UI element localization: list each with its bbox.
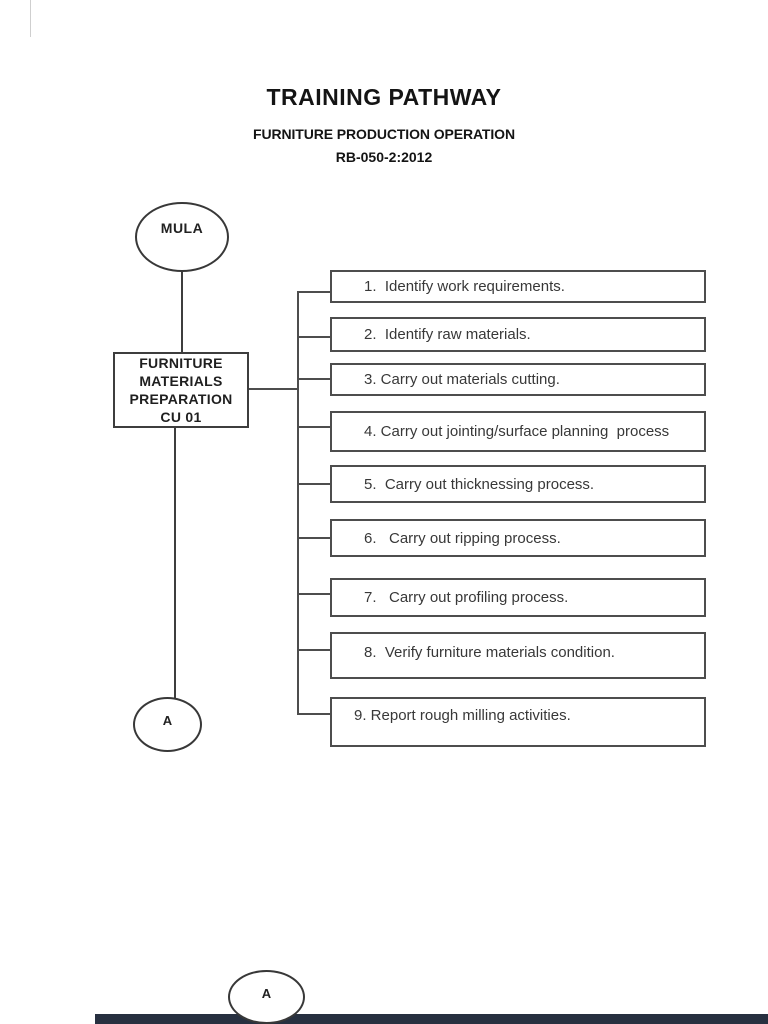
task-box-1: 1. Identify work requirements.	[330, 270, 706, 303]
flow-stub-task-5	[298, 483, 330, 485]
connector-a-label: A	[162, 713, 173, 728]
task-box-8: 8. Verify furniture materials condition.	[330, 632, 706, 679]
task-label-7: 7. Carry out profiling process.	[364, 589, 569, 606]
task-box-5: 5. Carry out thicknessing process.	[330, 465, 706, 503]
footer-page-divider	[95, 1014, 768, 1024]
task-label-9: 9. Report rough milling activities.	[354, 707, 571, 724]
unit-line-3: PREPARATION	[129, 391, 233, 407]
task-label-1: 1. Identify work requirements.	[364, 278, 565, 295]
connector-a-bottom-ellipse: A	[228, 970, 305, 1024]
task-box-3: 3. Carry out materials cutting.	[330, 363, 706, 396]
start-terminator: MULA	[135, 202, 229, 272]
task-box-4: 4. Carry out jointing/surface planning p…	[330, 411, 706, 452]
flow-stub-task-8	[298, 649, 330, 651]
task-label-5: 5. Carry out thicknessing process.	[364, 475, 595, 493]
page-edge-line	[30, 0, 31, 37]
unit-line-4: CU 01	[160, 409, 202, 425]
flow-spine-line	[297, 291, 299, 715]
connector-a-ellipse: A	[133, 697, 202, 752]
task-label-8: 8. Verify furniture materials condition.	[364, 644, 615, 661]
flow-line-unit-to-spine	[249, 388, 298, 390]
task-box-7: 7. Carry out profiling process.	[330, 578, 706, 617]
unit-line-2: MATERIALS	[139, 373, 223, 389]
page-title: TRAINING PATHWAY	[266, 84, 502, 110]
flow-stub-task-7	[298, 593, 330, 595]
unit-box: FURNITURE MATERIALS PREPARATION CU 01	[113, 352, 249, 428]
task-label-4: 4. Carry out jointing/surface planning p…	[364, 423, 670, 440]
page-subtitle: FURNITURE PRODUCTION OPERATION	[253, 126, 515, 142]
unit-line-1: FURNITURE	[139, 355, 223, 371]
flow-stub-task-2	[298, 336, 330, 338]
task-box-9: 9. Report rough milling activities.	[330, 697, 706, 747]
flow-stub-task-3	[298, 378, 330, 380]
task-label-2: 2. Identify raw materials.	[364, 326, 531, 343]
task-box-6: 6. Carry out ripping process.	[330, 519, 706, 557]
flow-line-start-to-unit	[181, 271, 183, 353]
flow-stub-task-9	[298, 713, 330, 715]
document-code: RB-050-2:2012	[335, 149, 433, 165]
flow-stub-task-6	[298, 537, 330, 539]
task-box-2: 2. Identify raw materials.	[330, 317, 706, 352]
flow-line-unit-to-connector	[174, 427, 176, 698]
connector-a-bottom-label: A	[261, 985, 272, 1001]
start-label: MULA	[160, 220, 204, 236]
flow-stub-task-1	[298, 291, 330, 293]
flow-stub-task-4	[298, 426, 330, 428]
task-label-3: 3. Carry out materials cutting.	[364, 371, 560, 388]
task-label-6: 6. Carry out ripping process.	[364, 529, 561, 547]
